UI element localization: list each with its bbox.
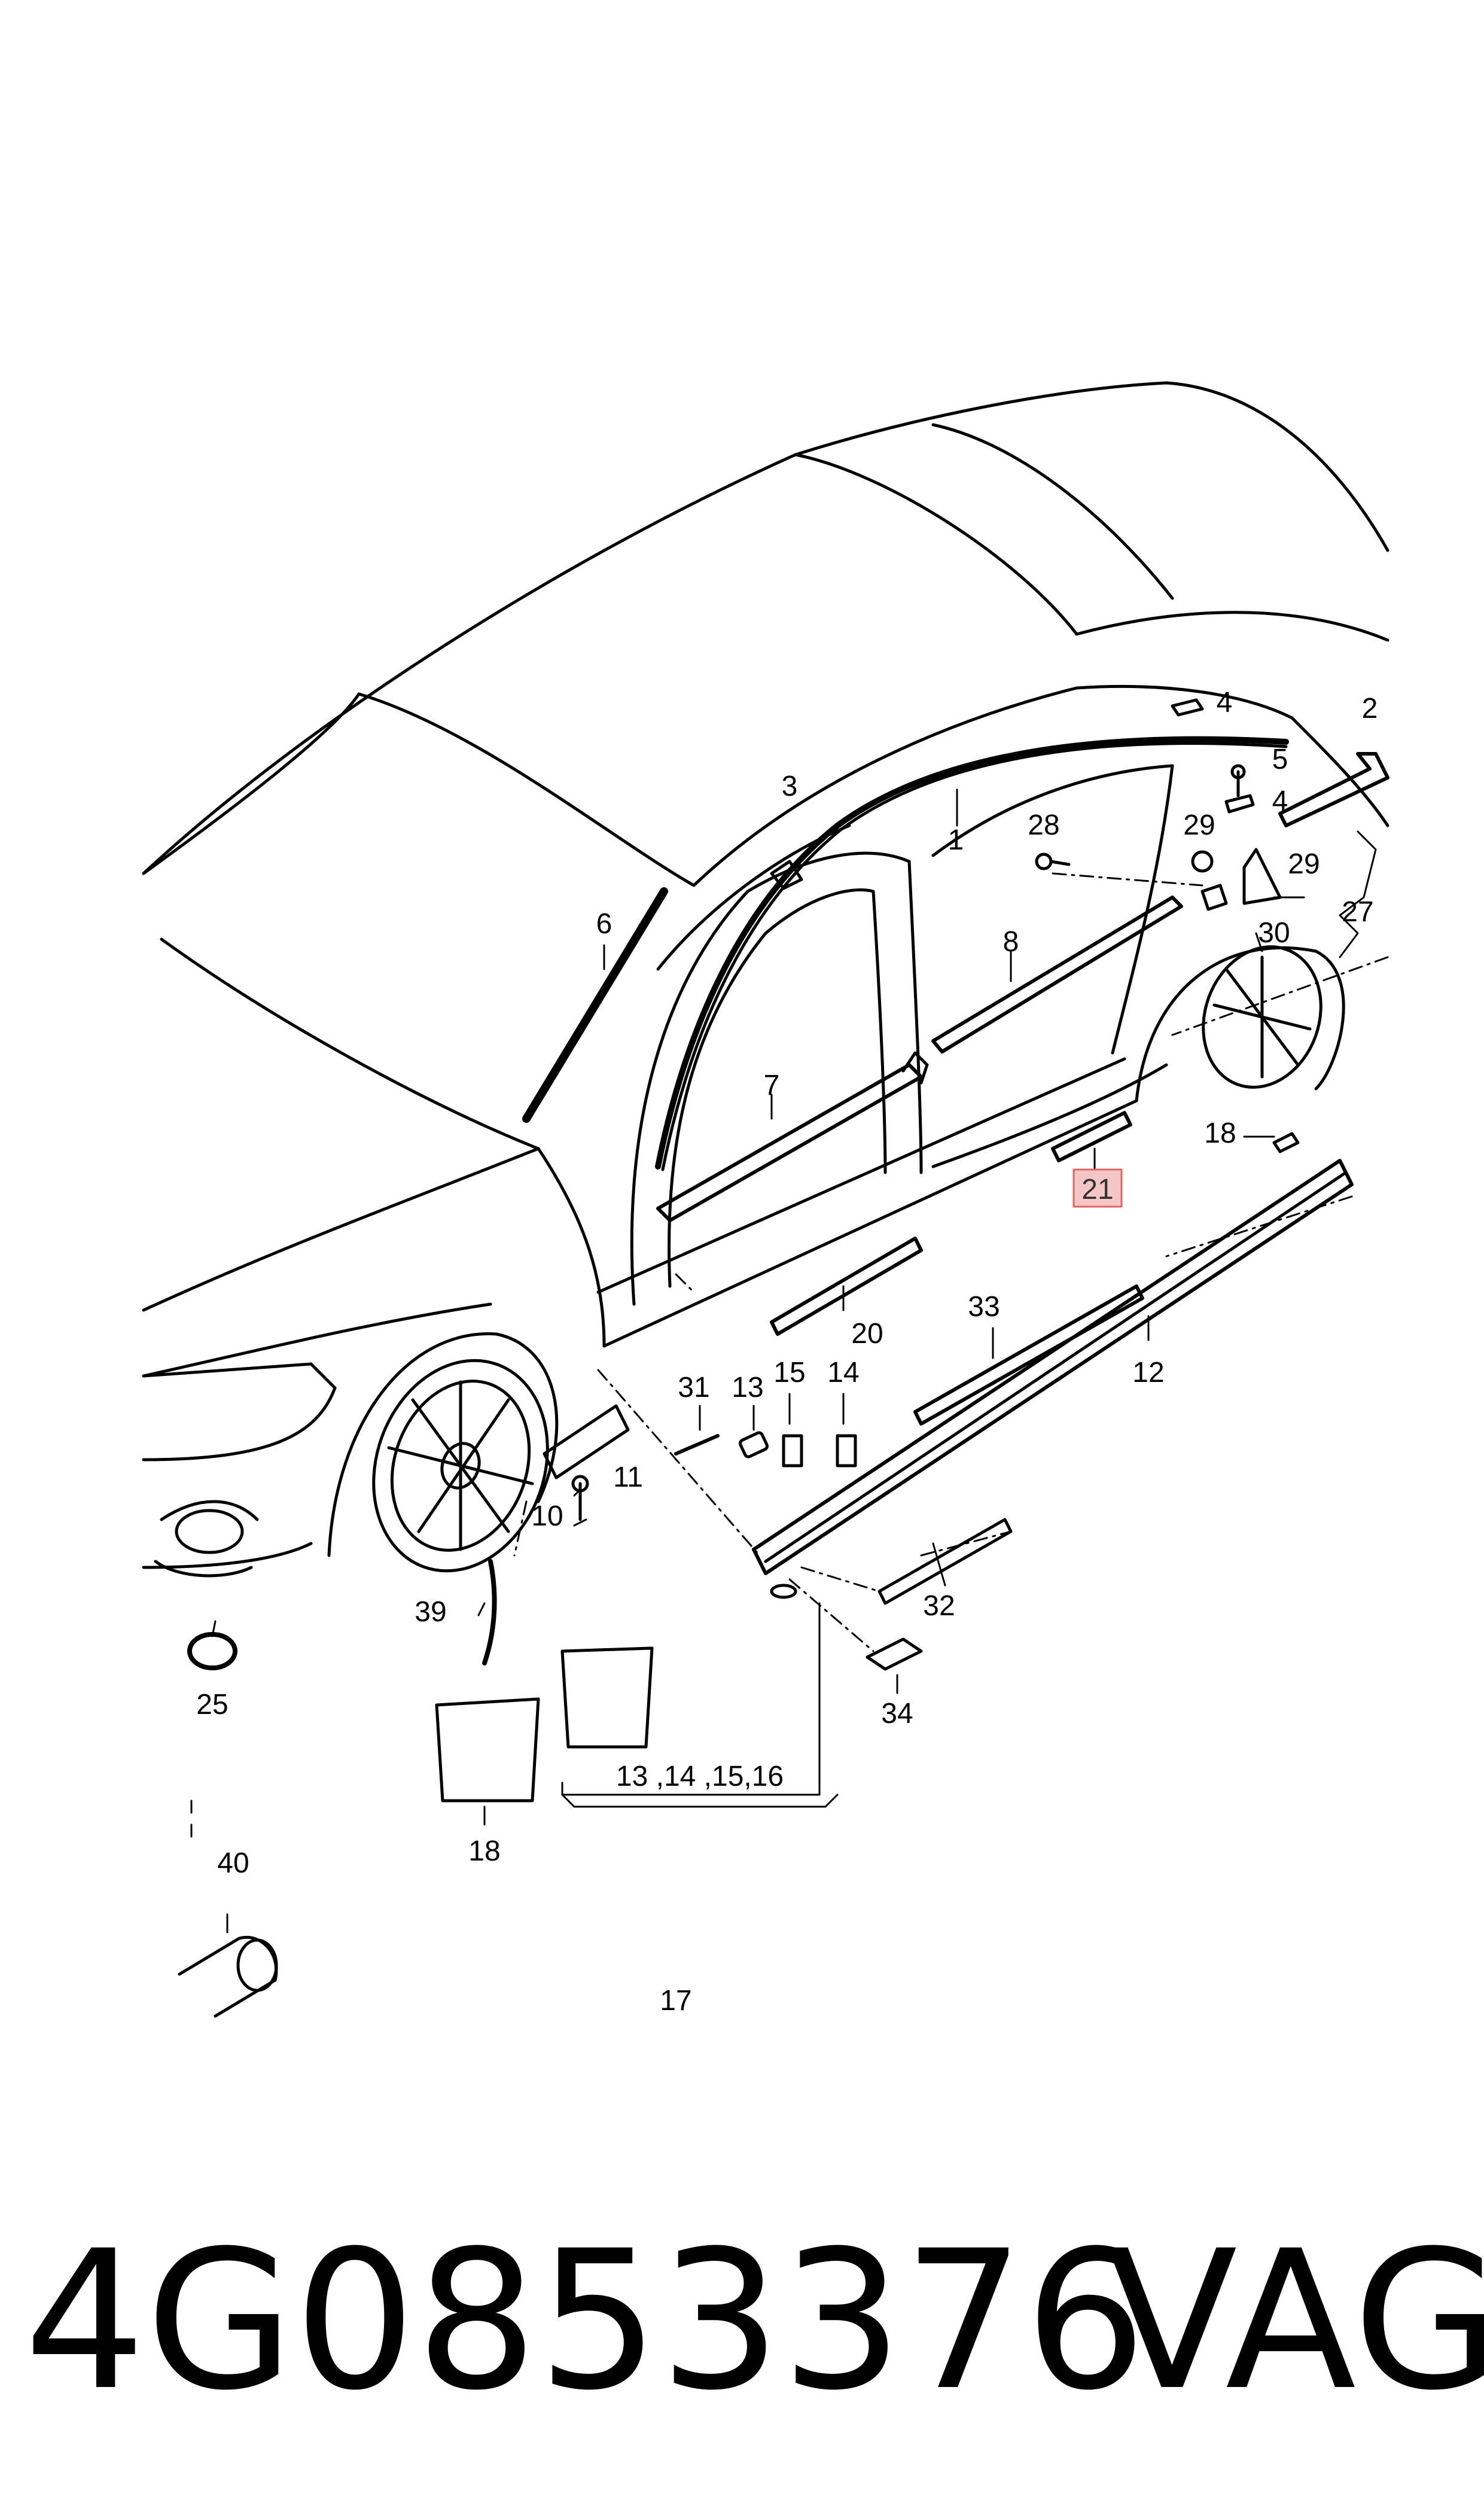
callout-30: 30 [1258,917,1290,949]
callout-6: 6 [596,908,613,940]
leader-lines [513,872,1389,1652]
brand-name: VAG [1107,2210,1484,2432]
callout-1: 1 [948,824,964,856]
callout-31: 31 [678,1372,709,1403]
callout-2: 2 [1362,693,1378,724]
callout-25: 25 [196,1689,228,1721]
trim-parts [178,698,1389,2018]
callout-12: 12 [1132,1357,1164,1389]
callout-7: 7 [764,1070,780,1101]
part-number: 4G0853376 [24,2210,1147,2432]
callout-10: 10 [531,1500,563,1532]
callout-15: 15 [773,1357,805,1389]
callout-17: 17 [660,1985,691,2017]
callout-labels: 1 2 3 4 4 5 6 7 8 10 11 12 13 14 15 17 1… [196,687,1378,2017]
callout-18-top: 18 [1204,1118,1236,1149]
callout-32: 32 [923,1590,955,1622]
callout-4b: 4 [1272,785,1288,817]
callout-3: 3 [782,771,798,802]
callout-13: 13 [732,1372,763,1403]
callout-18-bag: 18 [468,1835,500,1867]
label-leaders [190,788,1377,1934]
callout-39: 39 [415,1596,446,1628]
callout-11: 11 [613,1462,643,1493]
callout-40: 40 [217,1847,249,1879]
callout-29b: 29 [1288,848,1320,880]
car-body-outline [142,381,1389,1578]
callout-21: 21 [1081,1174,1113,1205]
callout-34: 34 [881,1698,913,1730]
callout-28: 28 [1028,809,1059,841]
group-label-17: 13 ,14 ,15,16 [616,1761,784,1792]
callout-5: 5 [1272,744,1288,775]
callout-29: 29 [1183,809,1215,841]
callout-33: 33 [968,1291,1000,1323]
callout-27: 27 [1342,896,1373,928]
callout-20: 20 [851,1318,883,1350]
exploded-parts-diagram: 1 2 3 4 4 5 6 7 8 10 11 12 13 14 15 17 1… [142,381,1389,2018]
callout-14: 14 [827,1357,859,1389]
callout-4: 4 [1217,687,1233,718]
callout-8: 8 [1003,926,1019,958]
callout-21-highlight [1072,1168,1123,1208]
